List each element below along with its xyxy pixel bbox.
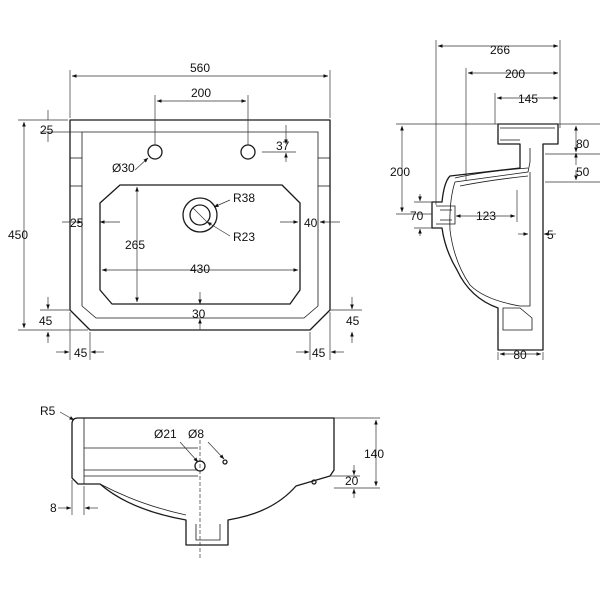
front-hole-8-label: Ø8 (188, 427, 204, 441)
side-foot-detail (502, 307, 533, 331)
side-5: 5 (547, 228, 554, 242)
side-foot: 80 (513, 348, 527, 362)
front-20: 20 (345, 474, 359, 488)
plan-side-margin: 25 (70, 216, 84, 230)
tap-hole-left (147, 144, 163, 160)
front-view: R5 Ø21 Ø8 140 20 8 (40, 404, 384, 560)
side-inner-profile (449, 148, 531, 307)
front-8: 8 (50, 501, 57, 515)
plan-chamfer-right-h: 45 (312, 346, 326, 360)
side-80: 80 (576, 137, 590, 151)
plan-waste-outer: R38 (233, 191, 255, 205)
plan-tap-offset: 37 (276, 139, 290, 153)
plan-waste-inner: R23 (233, 230, 255, 244)
plan-chamfer-right-v: 45 (346, 314, 360, 328)
plan-right-margin: 40 (304, 216, 318, 230)
side-outlet-pipe (436, 205, 456, 225)
side-section-view: 266 200 145 200 80 50 70 123 5 80 (390, 40, 600, 362)
front-outer-outline (71, 417, 335, 546)
plan-bowl-depth: 265 (125, 238, 145, 252)
side-overflow-channel (454, 167, 529, 187)
plan-tap-spacing: 200 (191, 86, 211, 100)
tap-hole-right (240, 144, 256, 160)
plan-chamfer-left-h: 45 (74, 346, 88, 360)
front-hole-21 (194, 460, 206, 472)
plan-front-margin: 30 (192, 307, 206, 321)
side-70: 70 (410, 209, 424, 223)
front-height: 140 (364, 447, 384, 461)
side-50: 50 (576, 165, 590, 179)
plan-chamfer-left-v: 45 (39, 314, 53, 328)
side-200: 200 (505, 67, 525, 81)
plan-view: 560 200 25 37 Ø30 450 25 40 R38 R23 265 … (8, 61, 362, 360)
front-radius: R5 (40, 404, 56, 418)
plan-overall-depth: 450 (8, 228, 28, 242)
front-hole-8 (222, 459, 228, 465)
side-overall: 266 (490, 43, 510, 57)
plan-bowl-outline (99, 184, 301, 305)
plan-bowl-width: 430 (190, 262, 210, 276)
side-145: 145 (518, 92, 538, 106)
plan-tap-hole: Ø30 (112, 161, 135, 175)
front-hole-21-label: Ø21 (154, 427, 177, 441)
waste-inner-ring (189, 204, 211, 226)
waste-outer-ring (182, 197, 218, 233)
plan-overall-width: 560 (190, 61, 210, 75)
side-123: 123 (476, 209, 496, 223)
plan-inner-rim (81, 131, 319, 319)
side-outer-profile (431, 123, 559, 351)
side-top-lip (500, 127, 555, 141)
plan-top-margin: 25 (40, 123, 54, 137)
front-overflow-dot (311, 479, 317, 485)
side-height: 200 (390, 165, 410, 179)
